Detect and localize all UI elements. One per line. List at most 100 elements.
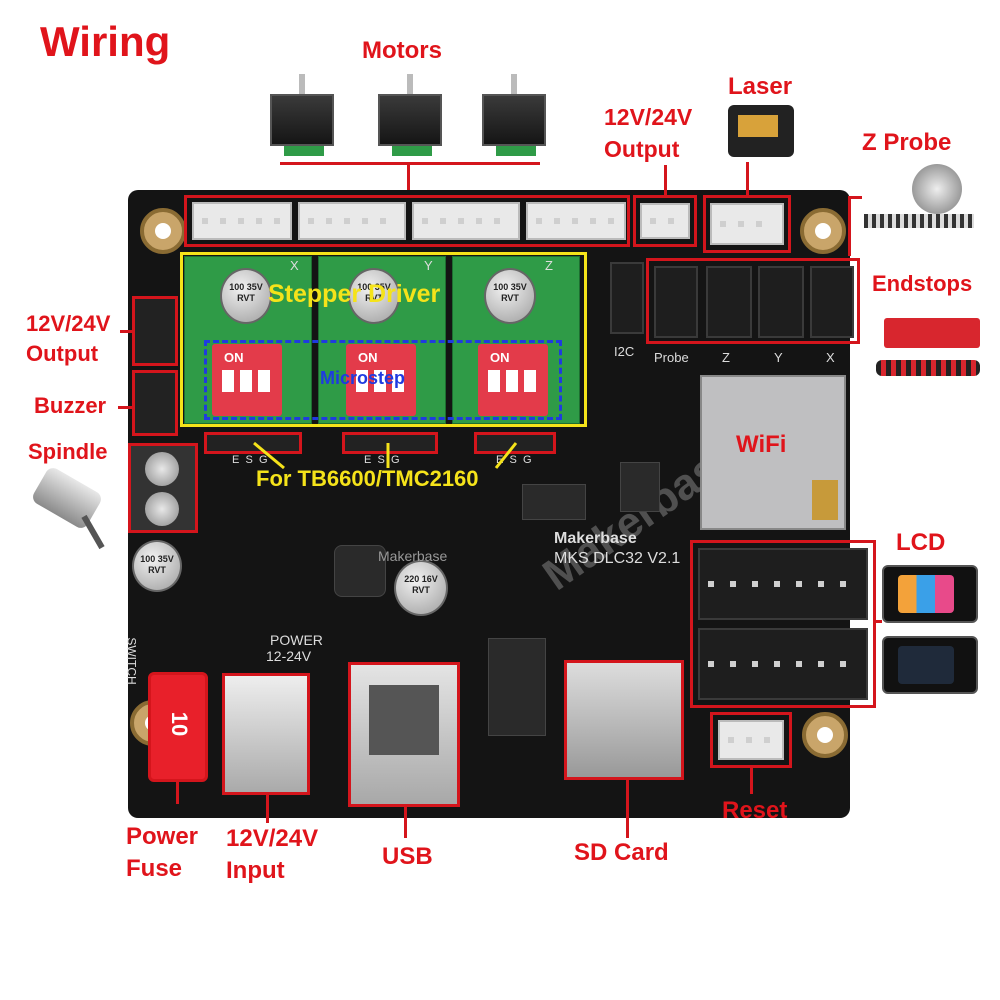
- wifi-module: [700, 375, 846, 530]
- z-probe-leader-h: [848, 196, 862, 199]
- z-probe-device: [912, 164, 962, 214]
- output-top-leader: [664, 165, 667, 197]
- diagram-title: Wiring: [40, 18, 171, 65]
- esg-e-y: E: [364, 454, 372, 466]
- ic-chip-1: [522, 484, 586, 520]
- endstop-cable: [876, 360, 980, 376]
- esg-silk-z: E S G: [496, 454, 532, 466]
- laser-module: [728, 105, 794, 157]
- fuse-text: 10: [167, 711, 193, 737]
- label-wifi: WiFi: [736, 431, 787, 458]
- mounting-hole-br: [802, 712, 848, 758]
- z-probe-leader-v: [848, 196, 851, 256]
- dip-switch-x: ON: [212, 344, 282, 416]
- output-left-box: [132, 296, 178, 366]
- switch-silk: SWITCH: [124, 637, 139, 685]
- output-top-box: [633, 195, 697, 247]
- motor-connector-2: [298, 202, 406, 240]
- dip-switch-z: ON: [478, 344, 548, 416]
- capacitor-z: 100 35V RVT: [484, 268, 536, 324]
- laser-box: [703, 195, 791, 253]
- usb-port: [348, 662, 460, 807]
- driver-axis-z: Z: [545, 258, 553, 273]
- stepper-driver-highlight: [180, 252, 587, 427]
- esg-silk-x: E S G: [232, 454, 268, 466]
- buzzer-box: [132, 370, 178, 436]
- label-output-top-2: Output: [604, 136, 680, 162]
- sd-leader: [626, 780, 629, 838]
- label-input-2: Input: [226, 857, 285, 884]
- mounting-hole-tr: [800, 208, 846, 254]
- lcd-screen-1: [882, 565, 978, 623]
- output-top-connector: [640, 203, 690, 239]
- usb-leader: [404, 806, 407, 838]
- i2c-silk: I2C: [614, 344, 635, 359]
- label-z-probe: Z Probe: [862, 129, 952, 156]
- motor-connector-1: [192, 202, 292, 240]
- motor-connector-4: [526, 202, 626, 240]
- esg-silk-y: E S G: [364, 454, 400, 466]
- axis-silk-z: Z: [722, 350, 730, 365]
- label-power-1: Power: [126, 823, 199, 850]
- z-probe-cable: [864, 214, 974, 228]
- label-for-tb6600: For TB6600/TMC2160: [256, 466, 479, 491]
- reset-leader: [750, 768, 753, 794]
- axis-silk-y: Y: [774, 350, 783, 365]
- label-input-1: 12V/24V: [226, 825, 319, 852]
- reset-box: [710, 712, 792, 768]
- endstop-device: [884, 318, 980, 348]
- dip-on-y: ON: [358, 350, 378, 365]
- dip-on-z: ON: [490, 350, 510, 365]
- label-power-2: Fuse: [126, 855, 183, 882]
- label-spindle: Spindle: [28, 439, 108, 464]
- fuse-leader: [176, 782, 179, 804]
- lcd-connector-2: [698, 628, 868, 700]
- capacitor-power: 220 16V RVT: [394, 560, 448, 616]
- output-left-leader: [120, 330, 132, 333]
- esg-s-z: S: [509, 454, 517, 466]
- motor-connectors-box: [184, 195, 630, 247]
- mounting-hole-tl: [140, 208, 186, 254]
- endstop-x-connector: [810, 266, 854, 338]
- watermark-silk: Makerbase: [378, 548, 448, 564]
- esg-g-y: G: [390, 454, 400, 466]
- lcd-leader: [876, 620, 882, 623]
- axis-silk-x: X: [826, 350, 835, 365]
- laser-connector: [710, 203, 784, 245]
- probe-silk: Probe: [654, 350, 689, 365]
- esg-s-y: S: [377, 454, 385, 466]
- label-output-top-1: 12V/24V: [604, 104, 693, 130]
- probe-connector: [654, 266, 698, 338]
- laser-leader: [746, 162, 749, 196]
- brand-silk: Makerbase: [554, 530, 637, 547]
- esg-s-x: S: [245, 454, 253, 466]
- esg-e-x: E: [232, 454, 240, 466]
- endstop-y-connector: [758, 266, 804, 338]
- power-silk-1: POWER: [270, 632, 323, 648]
- ic-chip-3: [488, 638, 546, 736]
- ic-chip-2: [620, 462, 660, 512]
- driver-axis-y: Y: [424, 258, 433, 273]
- motors-leader-v: [407, 162, 410, 194]
- i2c-connector: [610, 262, 644, 334]
- power-input-jack: [222, 673, 310, 795]
- motors-leader: [280, 162, 540, 165]
- label-laser: Laser: [728, 73, 793, 100]
- driver-axis-x: X: [290, 258, 299, 273]
- label-endstops: Endstops: [872, 271, 973, 296]
- capacitor-x: 100 35V RVT: [220, 268, 272, 324]
- inductor: [334, 545, 386, 597]
- buzzer-leader: [118, 406, 132, 409]
- label-stepper-driver: Stepper Driver: [268, 280, 441, 308]
- esg-g-z: G: [522, 454, 532, 466]
- label-usb: USB: [382, 843, 433, 870]
- dip-on-x: ON: [224, 350, 244, 365]
- endstops-box: [646, 258, 860, 344]
- power-silk-2: 12-24V: [266, 648, 312, 664]
- lcd-connectors-box: [690, 540, 876, 708]
- reset-connector: [718, 720, 784, 760]
- label-output-left-1: 12V/24V: [26, 311, 111, 336]
- microstep-highlight: [204, 340, 562, 420]
- lcd-screen-2: [882, 636, 978, 694]
- label-buzzer: Buzzer: [34, 393, 107, 418]
